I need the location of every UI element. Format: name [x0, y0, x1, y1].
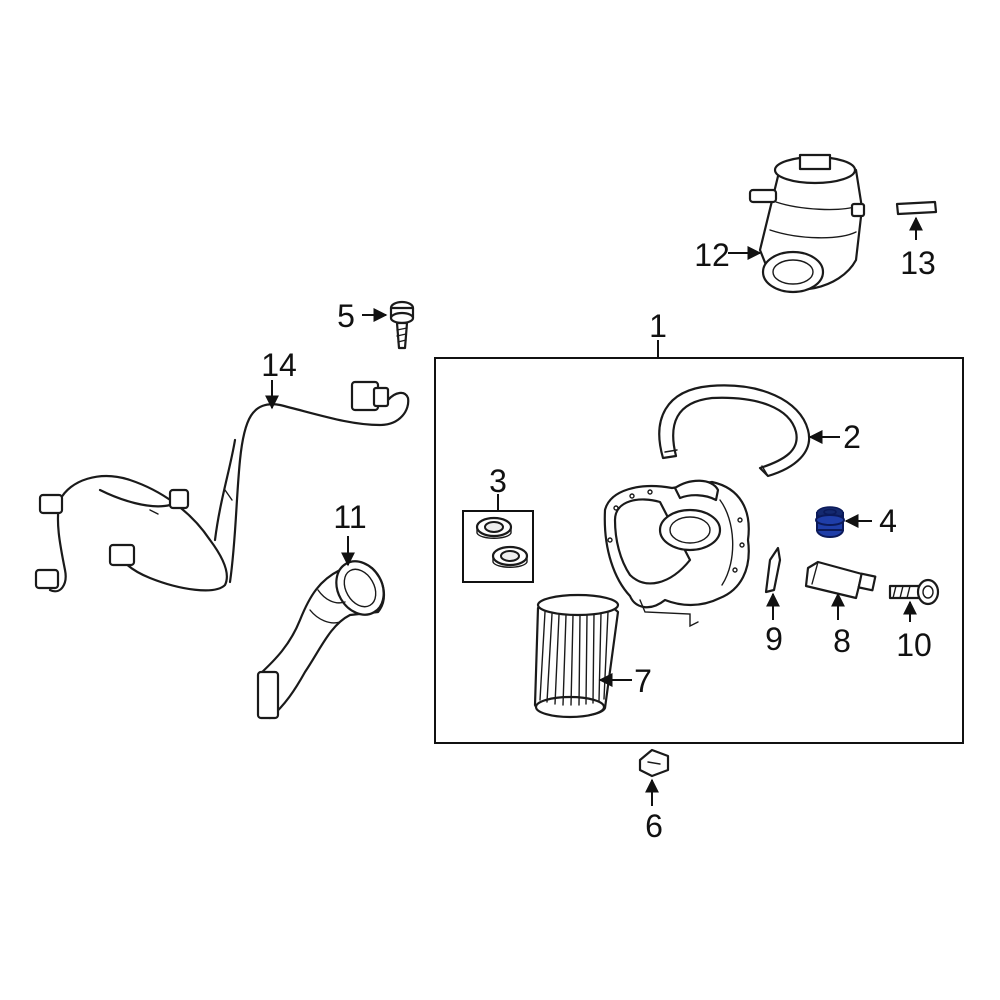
part-12-intake-duct[interactable]: [748, 153, 866, 294]
part-14-wiring-harness[interactable]: [34, 380, 410, 593]
part-13-label[interactable]: [895, 200, 938, 216]
part-4-grommet-highlighted[interactable]: [815, 506, 845, 538]
airbox-housing[interactable]: [603, 479, 750, 628]
callout-4: 4: [879, 503, 897, 539]
callout-12: 12: [694, 237, 730, 273]
part-5-bolt[interactable]: [389, 300, 415, 350]
part-9-seal[interactable]: [764, 546, 782, 594]
callout-labels: 1 2 3 4 5 6 7 8 9 10 11 12 13 14: [261, 237, 936, 844]
callout-6: 6: [645, 808, 663, 844]
part-6-clip[interactable]: [638, 748, 670, 778]
callout-14: 14: [261, 347, 297, 383]
assembly-box: [434, 357, 964, 744]
part-8-sensor[interactable]: [804, 560, 877, 600]
callout-9: 9: [765, 621, 783, 657]
callout-3: 3: [489, 463, 507, 499]
callout-8: 8: [833, 623, 851, 659]
callout-13: 13: [900, 245, 936, 281]
callout-2: 2: [843, 419, 861, 455]
callout-1: 1: [649, 308, 667, 344]
callout-10: 10: [896, 627, 932, 663]
part-7-air-filter[interactable]: [533, 593, 620, 719]
callout-5: 5: [337, 298, 355, 334]
part-11-intake-tube[interactable]: [256, 553, 393, 720]
part-3-grommets[interactable]: [462, 510, 534, 583]
callout-7: 7: [634, 663, 652, 699]
part-2-hose[interactable]: [658, 384, 811, 478]
callout-11: 11: [333, 499, 366, 535]
part-10-bolt[interactable]: [888, 578, 940, 606]
